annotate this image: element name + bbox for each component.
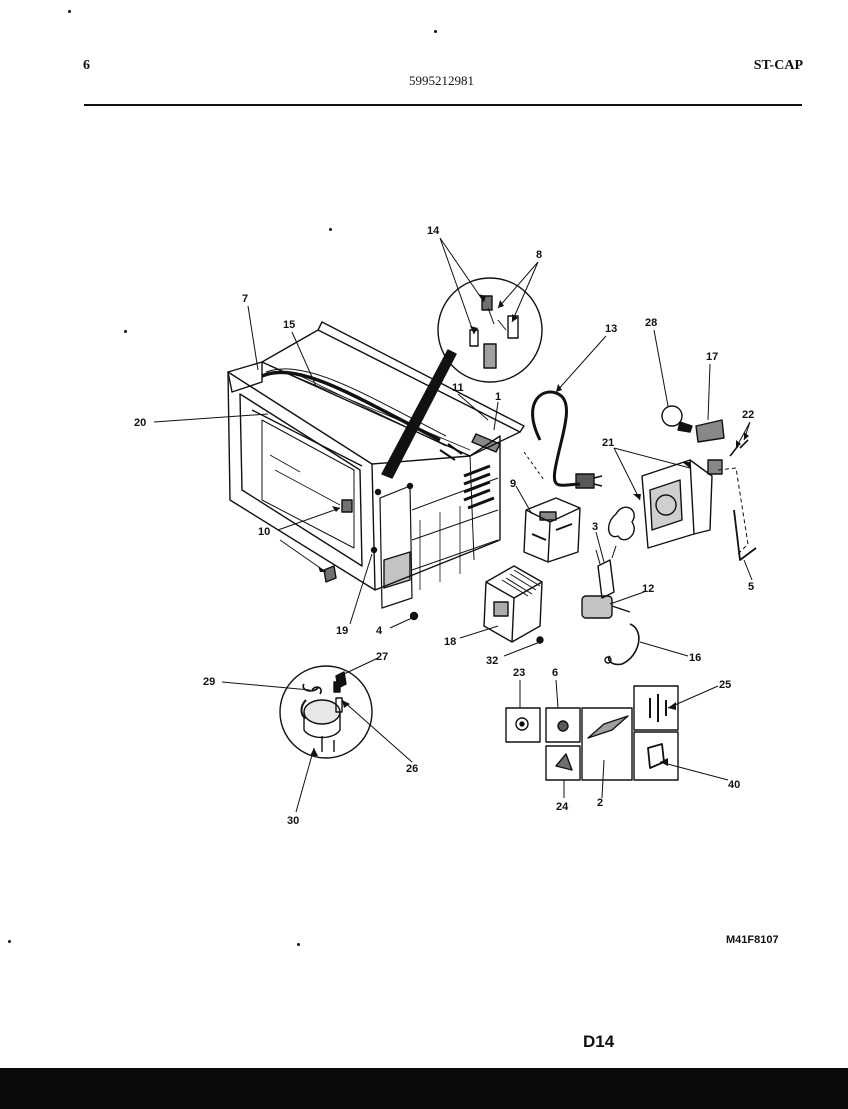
callout-26: 26 [406, 763, 418, 775]
callout-20: 20 [134, 417, 146, 429]
callout-14: 14 [427, 225, 440, 237]
callout-2: 2 [597, 797, 603, 809]
callout-40: 40 [728, 779, 740, 791]
power-cord [523, 390, 603, 489]
callout-4: 4 [376, 625, 383, 637]
callout-32: 32 [486, 655, 498, 667]
loose-fasteners [302, 499, 419, 692]
callout-6: 6 [552, 667, 558, 679]
callout-9: 9 [510, 478, 516, 490]
callout-1: 1 [495, 391, 501, 403]
callout-29: 29 [203, 676, 215, 688]
callout-7: 7 [242, 293, 248, 305]
callout-22: 22 [742, 409, 754, 421]
callout-21: 21 [602, 437, 614, 449]
callout-15: 15 [283, 319, 295, 331]
callout-16: 16 [689, 652, 701, 664]
diagram-id: D14 [583, 1032, 615, 1051]
callout-labels: 14 8 7 15 13 28 17 20 11 1 22 21 9 10 3 … [134, 225, 754, 827]
part-number: 5995212981 [409, 73, 474, 88]
transformer [523, 497, 581, 563]
callout-8: 8 [536, 249, 542, 261]
switch-detail [437, 277, 543, 383]
capacitor-group [581, 545, 640, 666]
scan-speck [124, 330, 127, 333]
callout-3: 3 [592, 521, 598, 533]
turntable-motor-detail [279, 665, 373, 759]
model-code: ST-CAP [753, 58, 803, 73]
header-rule [84, 104, 802, 106]
page-number: 6 [83, 58, 90, 73]
callout-18: 18 [444, 636, 456, 648]
callout-24: 24 [556, 801, 569, 813]
callout-12: 12 [642, 583, 654, 595]
scan-speck [8, 940, 11, 943]
callout-5: 5 [748, 581, 754, 593]
small-parts-boxes [505, 685, 679, 781]
callout-23: 23 [513, 667, 525, 679]
callout-30: 30 [287, 815, 299, 827]
lamp-group [661, 405, 749, 475]
callout-11: 11 [452, 382, 464, 394]
callout-28: 28 [645, 317, 657, 329]
callout-27: 27 [376, 651, 388, 663]
scan-speck [329, 228, 332, 231]
scan-speck [297, 943, 300, 946]
scan-speck [68, 10, 71, 13]
callout-13: 13 [605, 323, 617, 335]
leader-arrowheads [310, 294, 749, 766]
callout-17: 17 [706, 351, 718, 363]
callout-25: 25 [719, 679, 731, 691]
magnetron [483, 565, 544, 644]
leader-lines [153, 237, 753, 813]
callout-10: 10 [258, 526, 270, 538]
scan-speck [434, 30, 437, 33]
callout-19: 19 [336, 625, 348, 637]
fan-motor-bracket [608, 459, 757, 561]
cabinet-assembly [227, 321, 525, 609]
drawing-code: M41F8107 [726, 934, 779, 946]
scan-edge-bar [0, 1068, 848, 1109]
